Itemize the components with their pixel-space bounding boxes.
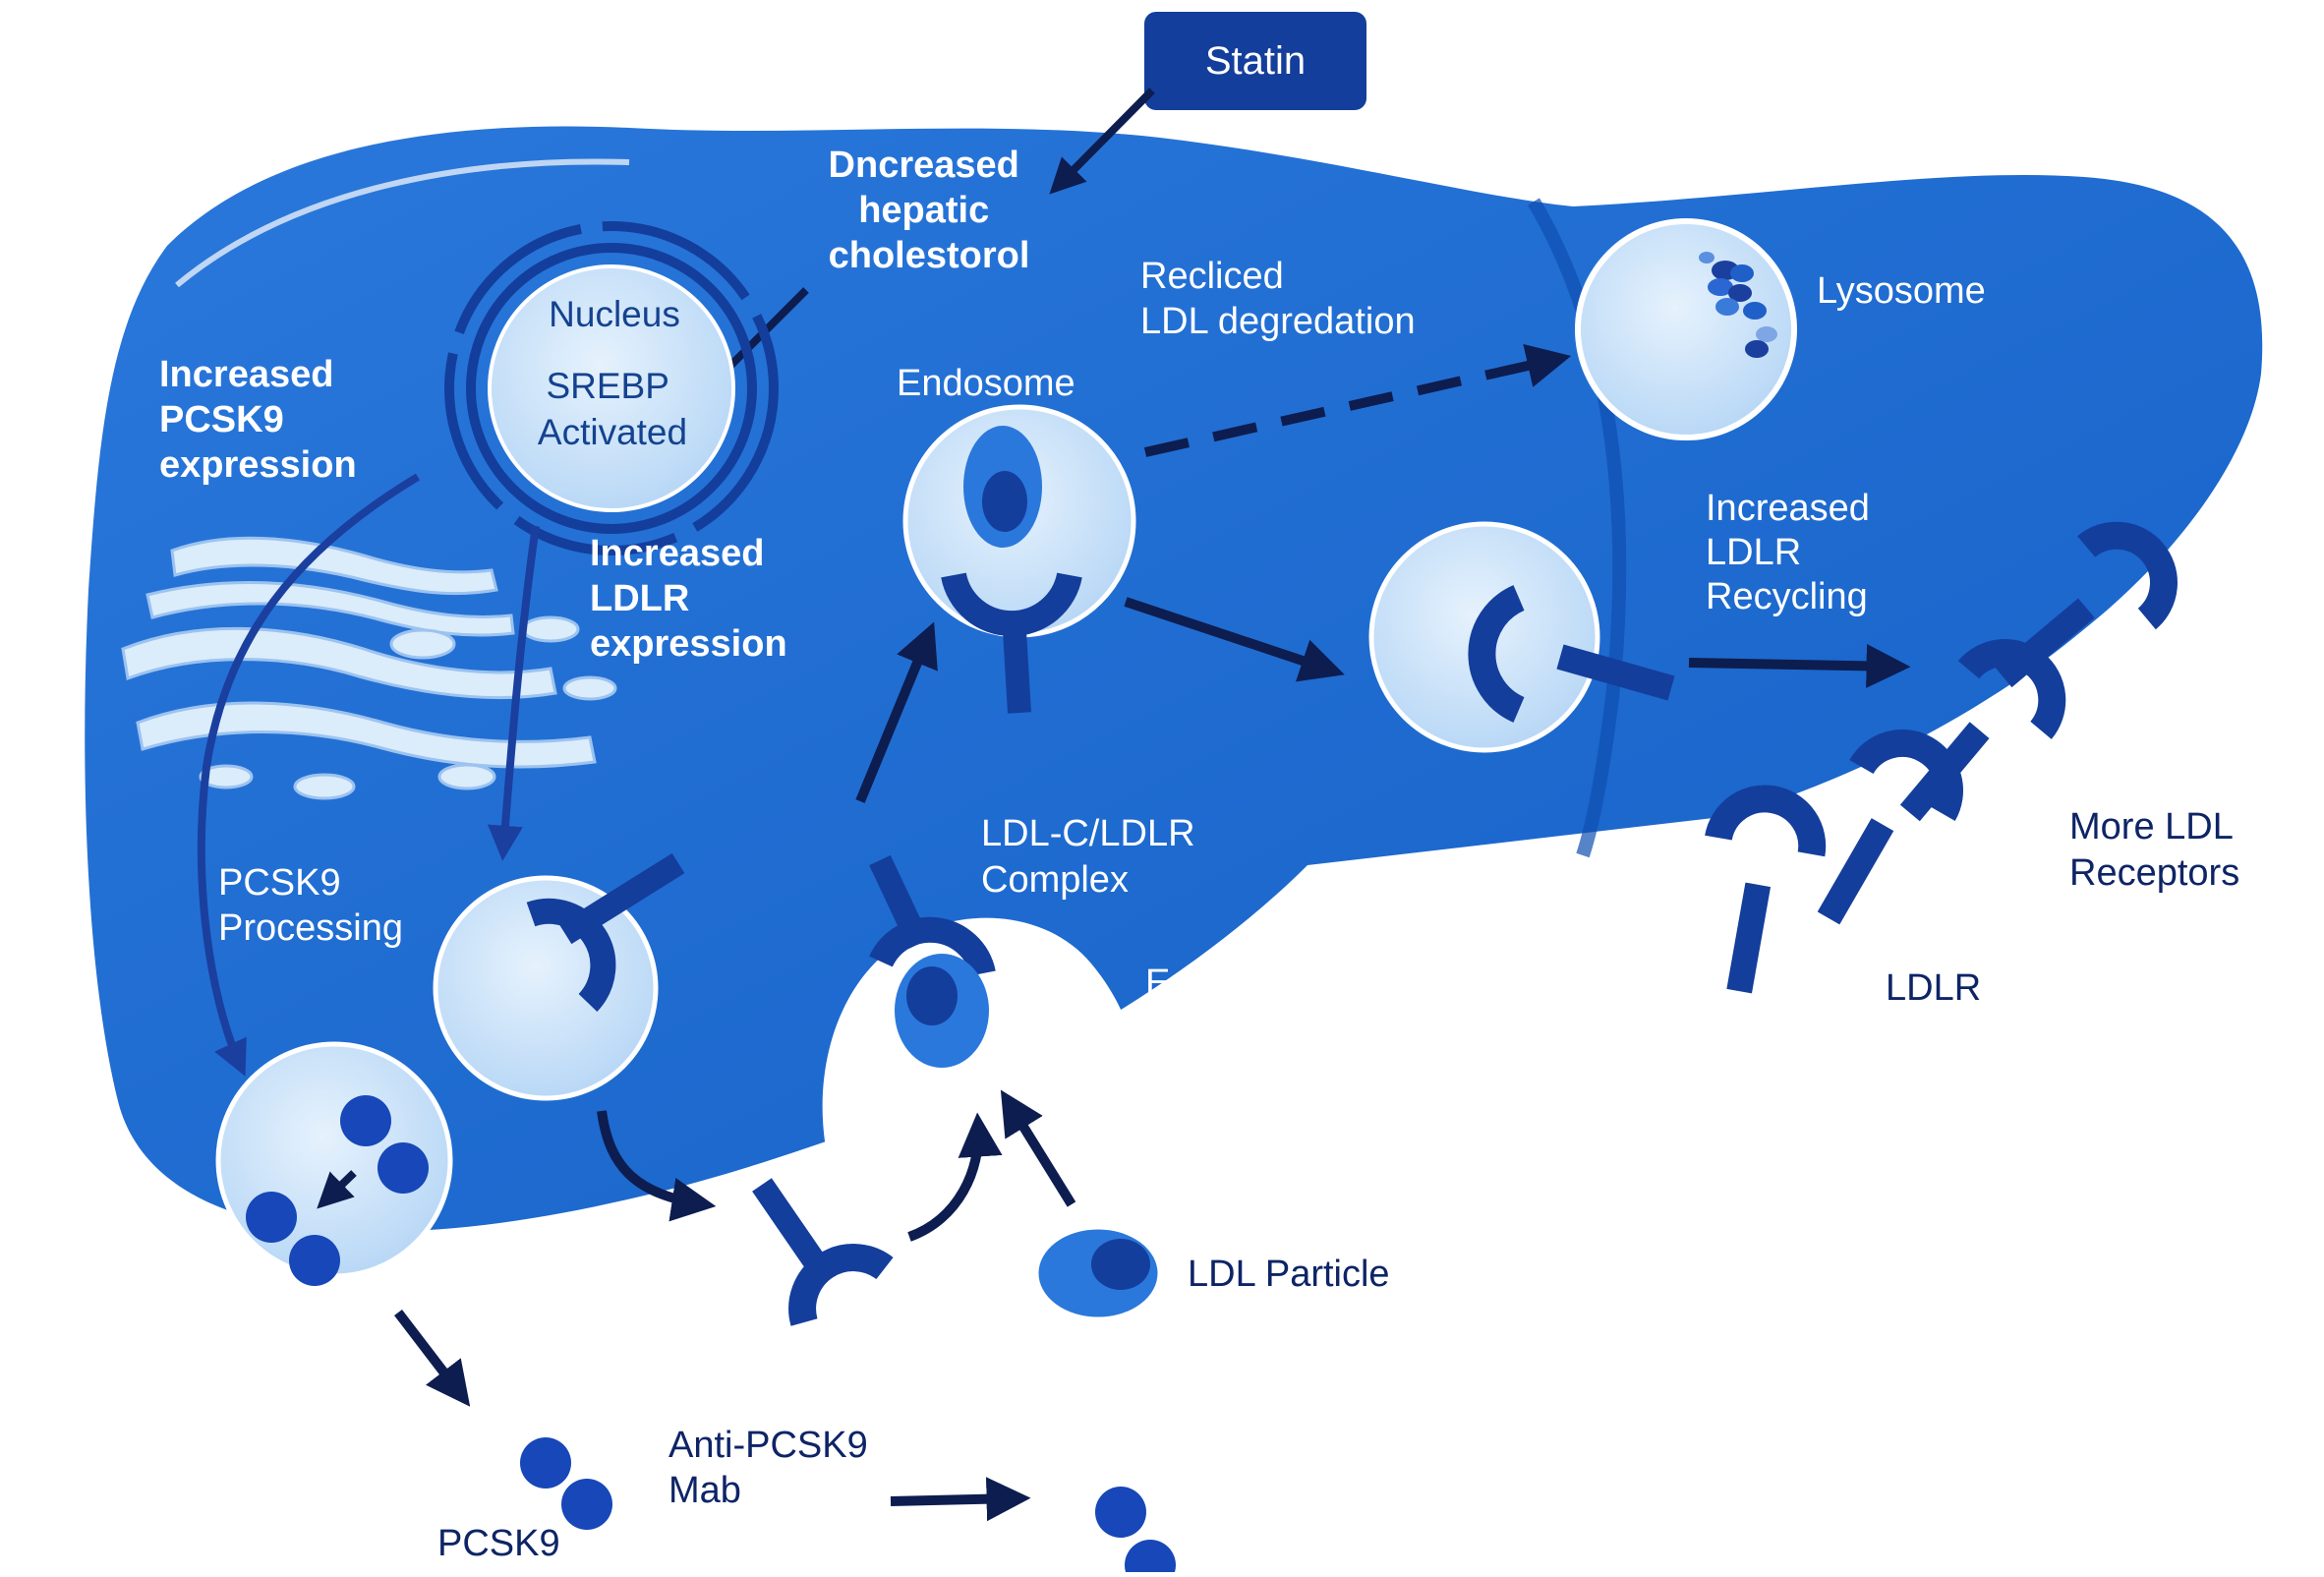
endocytosis-label: Endocytosis: [1145, 963, 1347, 1004]
endosome-label: Endosome: [897, 363, 1075, 404]
endosome-to-lysosome-arrow: [1143, 344, 1572, 457]
surface-receptor-3: [1817, 730, 1963, 925]
ldl-particle-label: LDL Particle: [1188, 1254, 1390, 1295]
vesicle-to-membrane-arrow: [597, 1110, 717, 1222]
endosome-ldl-core: [982, 471, 1027, 532]
reduced-ldl-label: Recliced LDL degredation: [1140, 256, 1416, 342]
secreted-pcsk9-particles: [520, 1437, 612, 1530]
pcsk9-vesicle-particles: [246, 1095, 429, 1286]
decreased-cholesterol-label: Dncreased hepatic cholestorol: [829, 145, 1030, 276]
particle-to-pocket-arrow: [1000, 1089, 1076, 1207]
pcsk9-processing-label: PCSK9 Processing: [218, 862, 403, 949]
recycling-ldlr-receptor: [1468, 585, 1675, 723]
recycling-to-surface-arrow: [1688, 643, 1911, 688]
receptor-to-pocket-arrow: [907, 1112, 1003, 1242]
anti-pcsk9-label: Anti-PCSK9 Mab: [668, 1425, 878, 1511]
lysosome-fragments: [1699, 252, 1777, 358]
pcsk9-secretion-label: PCSK9 Secretion and export: [221, 1330, 398, 1460]
membrane-ldlr-receptor: [752, 1178, 894, 1326]
pcsk9-vesicle-inner-arrow: [317, 1170, 357, 1209]
ldlr-expression-arrow: [487, 525, 540, 861]
neutralized-pcsk9-particles: [1095, 1487, 1176, 1577]
statin-box: [1144, 12, 1366, 110]
pcsk9-label: PCSK9: [437, 1523, 560, 1564]
complex-ldlr-receptor: [869, 854, 996, 977]
endosome-ldlr-receptor: [941, 572, 1082, 714]
complex-ldl-core: [906, 966, 958, 1025]
statin-arrow: [1049, 88, 1155, 195]
golgi-apparatus: [121, 536, 617, 800]
nucleus-label: Nucleus: [549, 294, 680, 334]
liver-highlight: [175, 158, 630, 288]
anti-pcsk9-arrow: [890, 1477, 1031, 1522]
statin-label: Statin: [1205, 39, 1306, 83]
pcsk9-expression-arrow: [197, 473, 421, 1077]
surface-ldlr-receptors: [1705, 521, 2178, 994]
nucleus: [444, 221, 779, 555]
complex-to-endosome-arrow: [855, 621, 938, 803]
more-receptors-label: More LDL Receptors: [2069, 806, 2242, 894]
endosome-to-recycling-arrow: [1124, 597, 1345, 682]
increased-pcsk9-label: Increased PCSK9 expression: [159, 354, 357, 486]
increased-recycling-label: Increased LDLR Recycling: [1706, 488, 1880, 617]
srebp-label: SREBP Activated: [538, 366, 687, 452]
increased-ldlr-expression-label: Increased LDLR expression: [590, 533, 787, 665]
surface-receptor-4: [1705, 785, 1827, 994]
lysosome-label: Lysosome: [1817, 270, 1986, 312]
ldl-particle-core: [1091, 1239, 1150, 1290]
pcsk9-secretion-arrow: [394, 1309, 471, 1407]
ldlr-vesicle-receptor: [526, 852, 685, 1013]
ldl-complex-label: LDL-C/LDLR Complex: [981, 813, 1205, 901]
ldlr-label: LDLR: [1886, 967, 1981, 1009]
